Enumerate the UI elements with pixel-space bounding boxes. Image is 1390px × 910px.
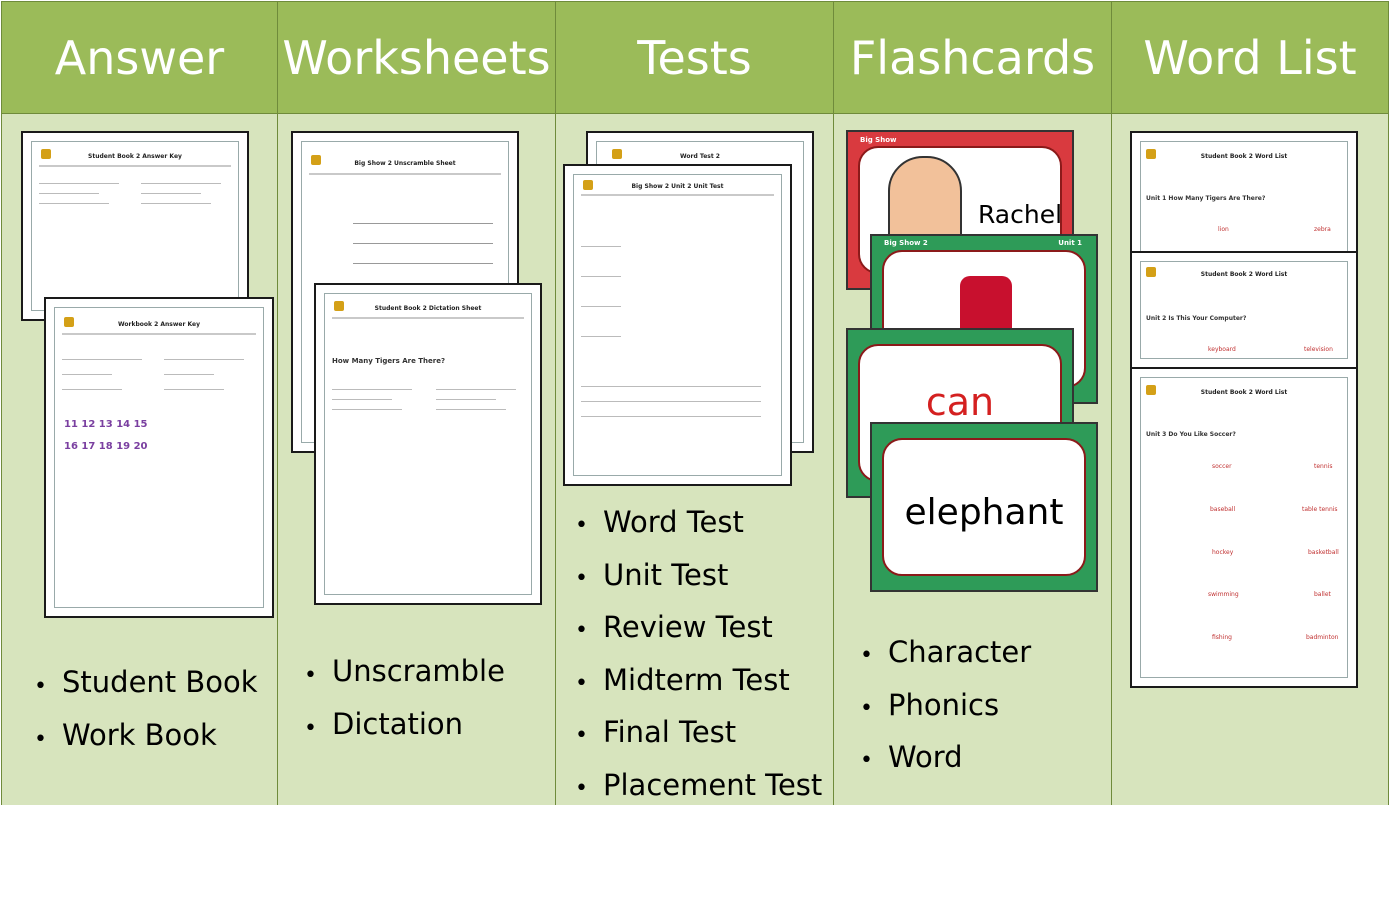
sheet-heading: How Many Tigers Are There? (332, 357, 446, 365)
header-worksheets: Worksheets (278, 2, 556, 114)
sheet-title: Student Book 2 Dictation Sheet (374, 305, 482, 312)
logo-icon (612, 149, 622, 159)
word-list-sheet-3: Student Book 2 Word List Unit 3 Do You L… (1130, 367, 1358, 688)
word-cell: hockey (1212, 549, 1234, 556)
header-word-list: Word List (1112, 2, 1389, 114)
unit-test-thumbnail: Big Show 2 Unit 2 Unit Test (563, 164, 792, 486)
word-cell: ballet (1314, 591, 1331, 598)
word-cell: table tennis (1302, 506, 1338, 513)
word-cell: fishing (1212, 634, 1232, 641)
card-word: can (925, 380, 995, 424)
word-flashcard: elephant (870, 422, 1098, 592)
list-item: Midterm Test (575, 654, 822, 709)
logo-icon (1146, 385, 1156, 395)
card-label: Big Show 2 (884, 239, 928, 247)
header-answer: Answer (1, 2, 278, 114)
tests-cell: Word Test 2 Big Show 2 Unit 2 Unit Test … (556, 114, 834, 805)
logo-icon (583, 180, 593, 190)
unit-heading: Unit 1 How Many Tigers Are There? (1146, 195, 1266, 202)
card-word: Rachel (977, 200, 1063, 229)
list-item: Placement Test (575, 759, 822, 805)
word-cell: soccer (1212, 463, 1232, 470)
word-list-cell: Student Book 2 Word List Unit 1 How Many… (1112, 114, 1389, 805)
list-item: Work Book (34, 709, 258, 766)
word-list-sheet-1: Student Book 2 Word List Unit 1 How Many… (1130, 131, 1358, 269)
student-book-answer-key-thumbnail: Student Book 2 Answer Key (21, 131, 249, 321)
list-item: Unit Test (575, 549, 822, 604)
list-item: Unscramble (304, 645, 505, 702)
sheet-title: Big Show 2 Unit 2 Unit Test (631, 183, 724, 190)
list-item: Character (860, 626, 1031, 682)
sheet-title: Student Book 2 Word List (1200, 153, 1288, 160)
logo-icon (334, 301, 344, 311)
unit-heading: Unit 2 Is This Your Computer? (1146, 315, 1247, 322)
worksheets-cell: Big Show 2 Unscramble Sheet Student Book… (278, 114, 556, 805)
card-unit: Unit 1 (1058, 239, 1082, 247)
list-item: Final Test (575, 706, 822, 762)
resource-table: Answer Worksheets Tests Flashcards Word … (1, 1, 1389, 805)
header-flashcards: Flashcards (834, 2, 1112, 114)
logo-icon (64, 317, 74, 327)
card-label: Big Show (860, 136, 897, 144)
tests-list: Word Test Unit Test Review Test Midterm … (575, 496, 822, 805)
list-item: Phonics (860, 679, 1031, 734)
logo-icon (1146, 149, 1156, 159)
word-cell: basketball (1308, 549, 1339, 556)
word-cell: tennis (1314, 463, 1333, 470)
word-cell: television (1304, 346, 1333, 353)
list-item: Review Test (575, 601, 822, 657)
unit-heading: Unit 3 Do You Like Soccer? (1146, 431, 1236, 438)
header-tests: Tests (556, 2, 834, 114)
word-cell: keyboard (1208, 346, 1236, 353)
sheet-title: Student Book 2 Answer Key (88, 153, 182, 160)
card-word: elephant (904, 492, 1064, 533)
answer-list: Student Book Work Book (34, 656, 258, 766)
worksheets-list: Unscramble Dictation (304, 645, 505, 755)
flashcards-cell: Big Show Rachel Big Show 2 Unit 1 can el… (834, 114, 1112, 805)
flashcards-list: Character Phonics Word (860, 626, 1031, 787)
list-item: Word Test (575, 496, 822, 552)
logo-icon (1146, 267, 1156, 277)
sheet-title: Big Show 2 Unscramble Sheet (354, 160, 456, 167)
sheet-title: Word Test 2 (680, 153, 720, 160)
word-cell: lion (1218, 226, 1229, 233)
word-cell: badminton (1306, 634, 1339, 641)
word-cell: baseball (1210, 506, 1236, 513)
sheet-title: Student Book 2 Word List (1200, 389, 1288, 396)
word-cell: swimming (1208, 591, 1239, 598)
sheet-title: Student Book 2 Word List (1200, 271, 1288, 278)
answer-cell: Student Book 2 Answer Key Workbook 2 Ans… (1, 114, 278, 805)
list-item: Student Book (34, 656, 258, 713)
list-item: Dictation (304, 698, 505, 755)
list-item: Word (860, 731, 1031, 787)
dictation-sheet-thumbnail: Student Book 2 Dictation Sheet How Many … (314, 283, 542, 605)
word-list-sheet-2: Student Book 2 Word List Unit 2 Is This … (1130, 251, 1358, 369)
logo-icon (41, 149, 51, 159)
logo-icon (311, 155, 321, 165)
word-cell: zebra (1314, 226, 1331, 233)
sheet-title: Workbook 2 Answer Key (117, 321, 201, 328)
